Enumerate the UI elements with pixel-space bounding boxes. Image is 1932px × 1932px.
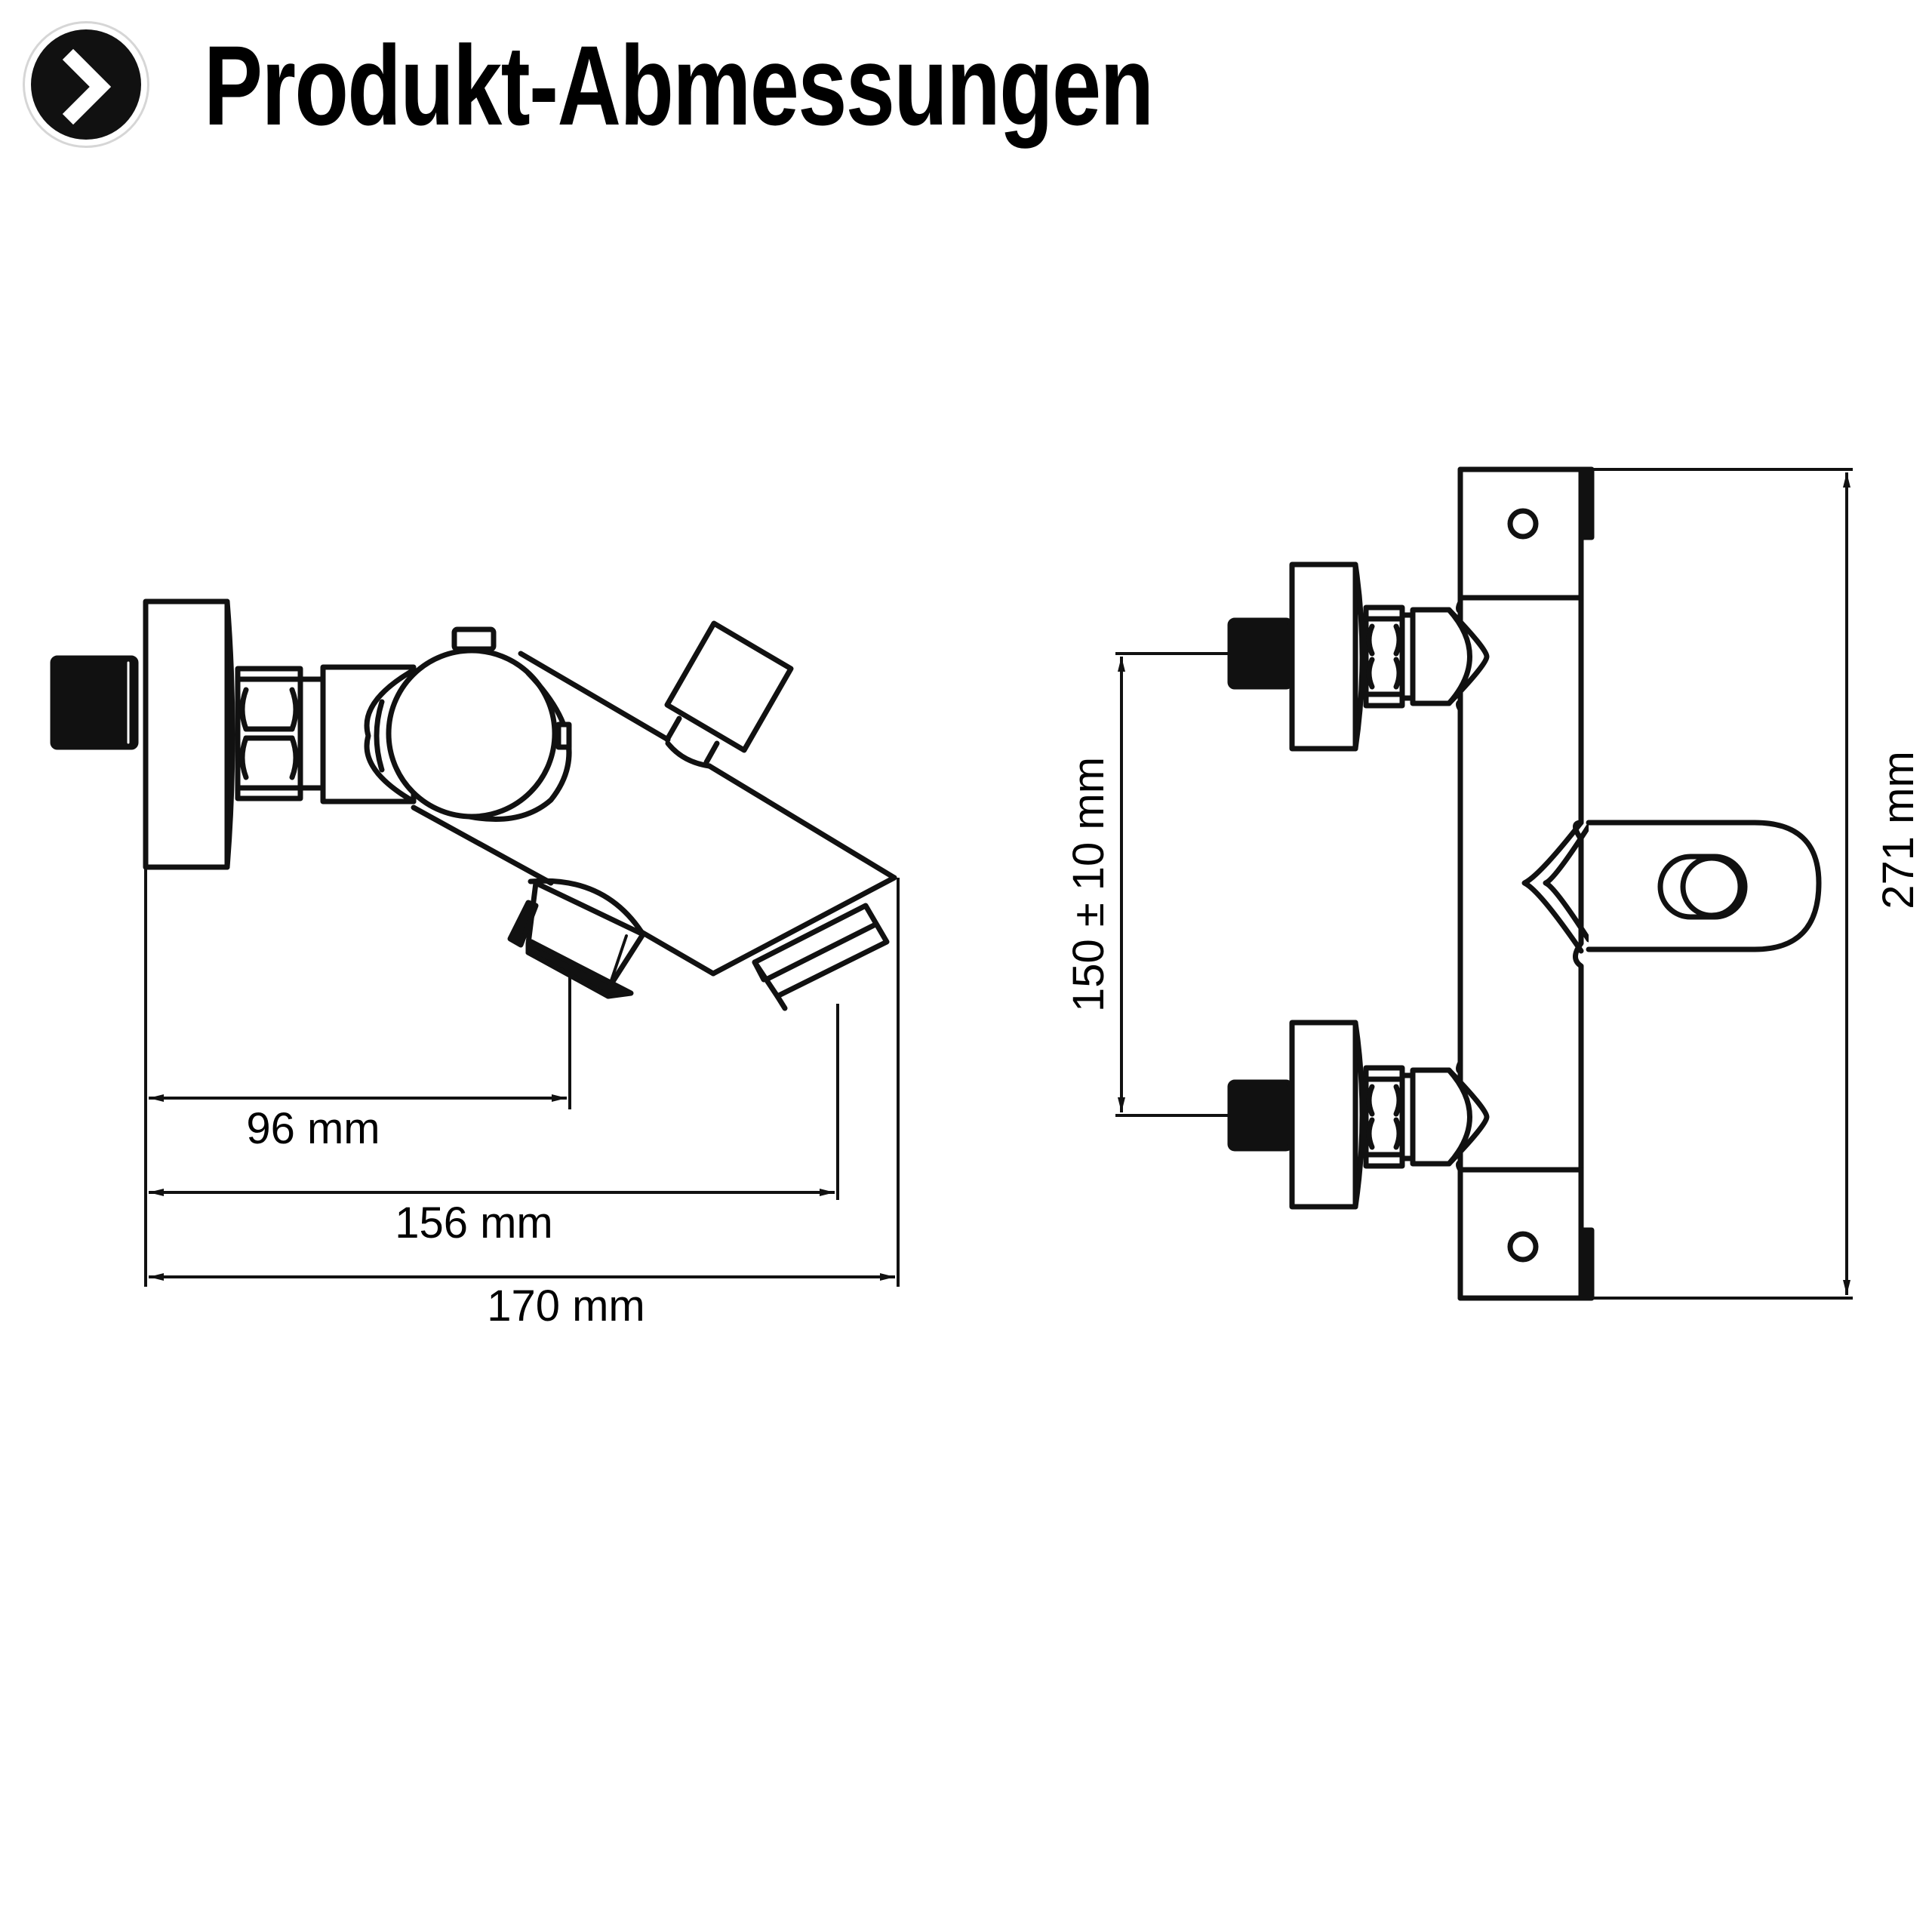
chevron-badge <box>23 21 149 148</box>
dim-label-150: 150 ± 10 mm <box>1064 757 1113 1012</box>
chevron-right-icon <box>62 48 112 125</box>
side-diverter-handle <box>664 620 794 765</box>
side-coupling-small <box>297 676 326 791</box>
front-bottom-screw <box>1507 1231 1539 1263</box>
side-shower-nozzle <box>507 880 646 999</box>
front-view <box>1227 466 1822 1301</box>
side-hex-nut <box>235 666 303 801</box>
dim-label-156: 156 mm <box>395 1198 553 1247</box>
front-view-dimensions <box>1115 468 1853 1300</box>
header: Produkt-Abmessungen <box>0 0 1932 166</box>
front-top-cap <box>1457 466 1584 601</box>
dim-label-96: 96 mm <box>246 1104 380 1153</box>
badge-disc <box>31 29 141 140</box>
front-lower-connection <box>1227 1020 1490 1210</box>
dim-label-170: 170 mm <box>487 1281 645 1331</box>
side-view-dimensions <box>144 867 900 1287</box>
page-title: Produkt-Abmessungen <box>204 22 1154 149</box>
front-top-screw <box>1507 508 1539 540</box>
side-thread-connector <box>50 655 139 750</box>
dim-label-271: 271 mm <box>1874 751 1923 909</box>
side-bath-spout <box>752 903 890 1011</box>
side-view <box>50 598 897 1011</box>
front-upper-connection <box>1227 561 1490 752</box>
side-wall-plate <box>143 598 230 870</box>
